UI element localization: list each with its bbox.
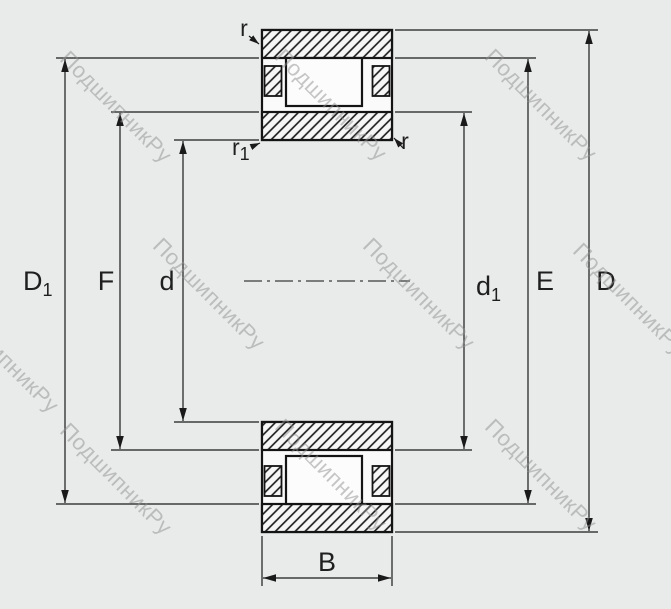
cage-section-bottom-left — [263, 465, 283, 497]
label-D1: D1 — [23, 266, 53, 300]
extension-lines — [56, 29, 598, 586]
label-d1-base: d — [476, 271, 491, 301]
leader-r1 — [249, 142, 261, 150]
leader-r-right — [393, 137, 404, 149]
outer-ring-section-top — [260, 28, 394, 60]
label-r-right: r — [401, 128, 409, 154]
roller-section-bottom — [284, 454, 364, 506]
dimension-labels: r r1 r D1 F d d1 E D B — [23, 15, 616, 577]
label-D: D — [596, 266, 616, 296]
cage-section-top-right — [371, 65, 391, 97]
label-d1-sub: 1 — [491, 285, 501, 305]
label-E: E — [536, 266, 554, 296]
label-d1: d1 — [476, 271, 501, 305]
label-F: F — [98, 266, 115, 296]
inner-ring-section-top — [260, 110, 394, 142]
cage-section-bottom-right — [371, 465, 391, 497]
label-r-top: r — [240, 15, 248, 41]
label-r1: r1 — [232, 134, 250, 164]
label-D1-sub: 1 — [43, 280, 53, 300]
dimension-lines — [61, 31, 593, 582]
leader-r-top — [248, 35, 260, 45]
roller-section-top — [284, 56, 364, 108]
label-r1-sub: 1 — [240, 144, 250, 164]
label-d: d — [159, 266, 174, 296]
label-B: B — [318, 547, 336, 577]
bearing-bottom-section — [260, 420, 394, 534]
bearing-top-section — [260, 28, 394, 142]
label-D1-base: D — [23, 266, 43, 296]
label-r1-base: r — [232, 134, 240, 160]
inner-ring-section-bottom — [260, 420, 394, 452]
cage-section-top-left — [263, 65, 283, 97]
